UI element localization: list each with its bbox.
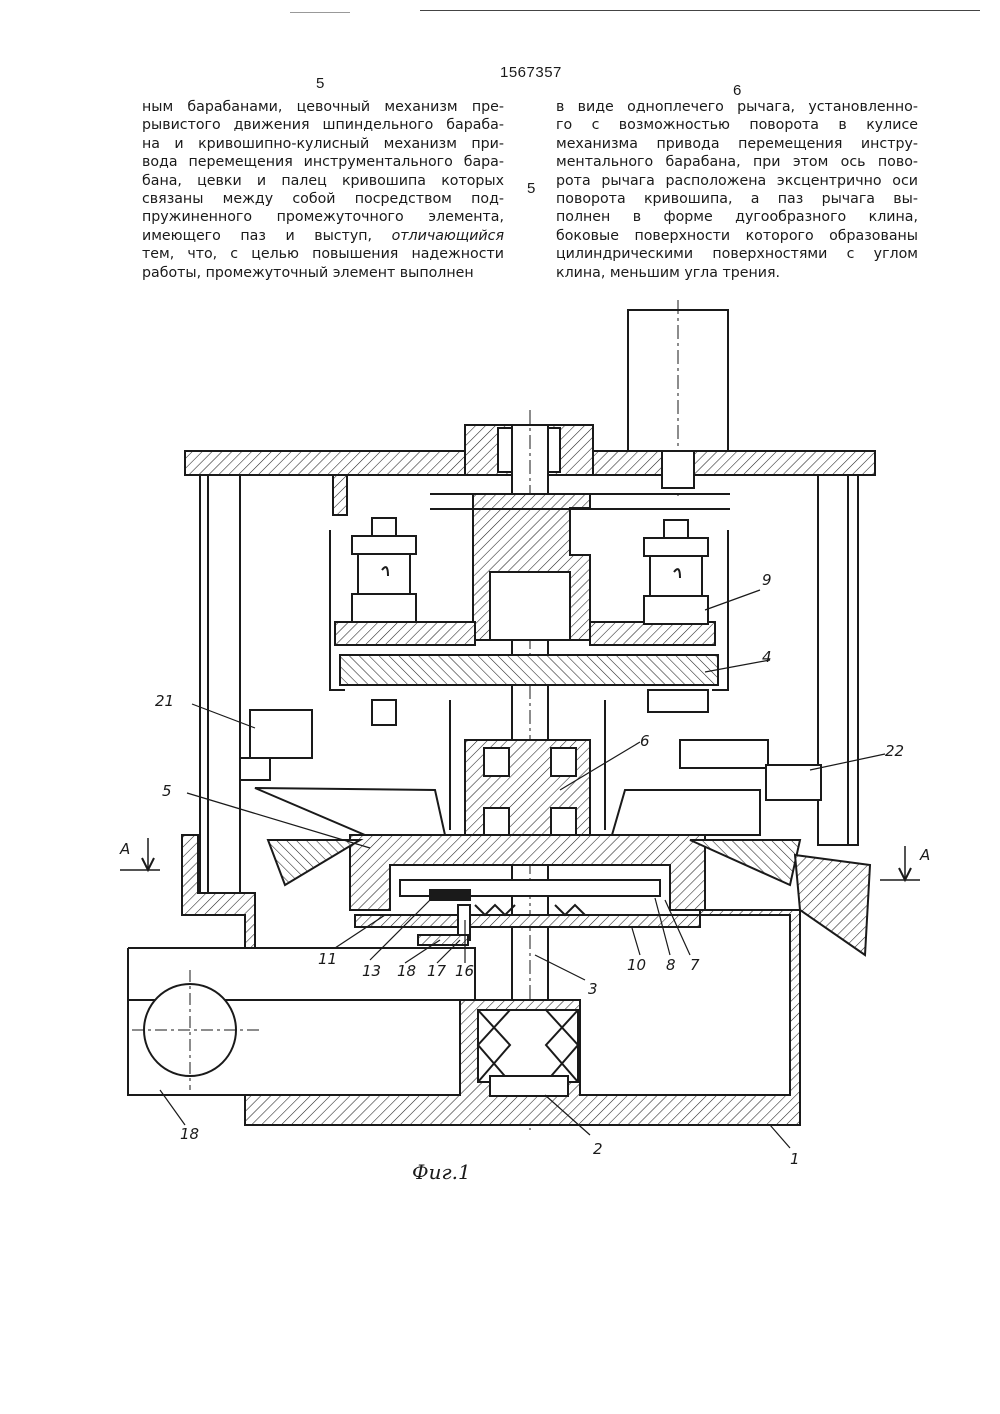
- label-part-8: 8: [666, 956, 676, 974]
- label-part-1: 1: [790, 1150, 800, 1168]
- label-part-16: 17: [427, 962, 446, 980]
- bearing-2: [478, 1010, 578, 1082]
- right-column-post: [818, 475, 858, 845]
- label-part-2: 2: [593, 1140, 603, 1158]
- actuator-21: [250, 710, 312, 758]
- section-mark-a-right: A: [920, 846, 930, 864]
- label-part-10: 10: [627, 956, 646, 974]
- label-part-9: 9: [762, 571, 772, 589]
- label-part-21: 21: [155, 692, 174, 710]
- label-part-15: 16: [455, 962, 474, 980]
- figure-caption: Фиг.1: [412, 1160, 471, 1184]
- section-mark-a-left: A: [120, 840, 130, 858]
- left-column-post: [200, 475, 240, 895]
- label-part-3: 3: [588, 980, 598, 998]
- actuator-22: [680, 740, 768, 768]
- left-spindle: [352, 518, 416, 725]
- label-part-22: 22: [885, 742, 904, 760]
- label-part-18: 18: [180, 1125, 199, 1143]
- label-part-6: 6: [640, 732, 650, 750]
- label-part-13: 13: [362, 962, 381, 980]
- label-part-7: 7: [690, 956, 700, 974]
- tool-drum-4: [340, 655, 718, 685]
- label-part-11: 11: [318, 950, 337, 968]
- crank-13: [430, 890, 470, 900]
- plate-10: [355, 915, 700, 927]
- label-part-5: 5: [162, 782, 172, 800]
- label-part-4: 4: [762, 648, 772, 666]
- label-part-17: 18: [397, 962, 416, 980]
